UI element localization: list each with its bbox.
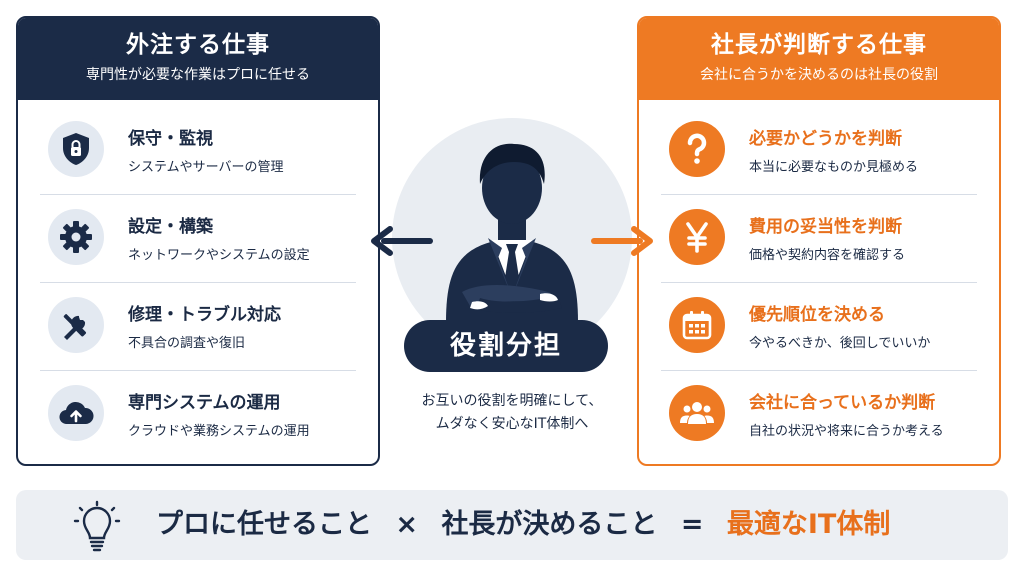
item-desc: ネットワークやシステムの設定: [128, 248, 310, 263]
item-desc: クラウドや業務システムの運用: [128, 424, 310, 439]
item-desc: 価格や契約内容を確認する: [749, 248, 906, 263]
item-title: 費用の妥当性を判断: [749, 217, 902, 237]
item-title: 保守・監視: [128, 129, 213, 149]
outsourced-work-title: 外注する仕事: [126, 32, 270, 58]
president-work-header: 社長が判断する仕事 会社に合うかを決めるのは社長の役割: [639, 18, 999, 100]
summary-text: プロに任せること × 社長が決めること = 最適なIT体制: [156, 490, 890, 560]
summary-part1: プロに任せること: [156, 509, 372, 540]
list-item: 専門システムの運用 クラウドや業務システムの運用: [40, 370, 356, 458]
list-item: 保守・監視 システムやサーバーの管理: [40, 106, 356, 195]
outsourced-work-panel: 外注する仕事 専門性が必要な作業はプロに任せる 保守・監視 システムやサーバーの…: [16, 16, 380, 466]
list-item: 設定・構築 ネットワークやシステムの設定: [40, 194, 356, 283]
item-title: 優先順位を決める: [749, 305, 885, 325]
right-arrow-icon: [591, 226, 653, 256]
wrench-screwdriver-icon: [48, 297, 104, 353]
outsourced-work-header: 外注する仕事 専門性が必要な作業はプロに任せる: [18, 18, 378, 100]
outsourced-work-subtitle: 専門性が必要な作業はプロに任せる: [86, 67, 310, 83]
item-desc: 今やるべきか、後回しでいいか: [749, 336, 931, 351]
center-caption-line1: お互いの役割を明確にして、: [421, 393, 603, 409]
item-desc: 本当に必要なものか見極める: [749, 160, 919, 175]
item-desc: 自社の状況や将来に合うか考える: [749, 424, 944, 439]
list-item: 修理・トラブル対応 不具合の調査や復旧: [40, 282, 356, 371]
left-arrow-icon: [371, 226, 433, 256]
people-icon: [669, 385, 725, 441]
gear-icon: [48, 209, 104, 265]
question-icon: [669, 121, 725, 177]
list-item: 会社に合っているか判断 自社の状況や将来に合うか考える: [661, 370, 977, 458]
summary-result: 最適なIT体制: [726, 509, 891, 540]
item-desc: 不具合の調査や復旧: [128, 336, 246, 351]
center-caption-line2: ムダなく安心なIT体制へ: [435, 416, 589, 432]
summary-part2: 社長が決めること: [441, 509, 658, 540]
lightbulb-icon: [73, 500, 121, 552]
item-title: 修理・トラブル対応: [128, 305, 281, 325]
shield-lock-icon: [48, 121, 104, 177]
item-title: 会社に合っているか判断: [749, 393, 936, 413]
president-work-panel: 社長が判断する仕事 会社に合うかを決めるのは社長の役割 必要かどうかを判断 本当…: [637, 16, 1001, 466]
list-item: 優先順位を決める 今やるべきか、後回しでいいか: [661, 282, 977, 371]
yen-icon: [669, 209, 725, 265]
item-title: 専門システムの運用: [128, 393, 281, 413]
equals-symbol: =: [680, 509, 704, 540]
list-item: 費用の妥当性を判断 価格や契約内容を確認する: [661, 194, 977, 283]
cloud-upload-icon: [48, 385, 104, 441]
role-division-label: 役割分担: [404, 320, 608, 372]
item-title: 必要かどうかを判断: [749, 129, 902, 149]
president-work-subtitle: 会社に合うかを決めるのは社長の役割: [700, 67, 938, 83]
president-work-title: 社長が判断する仕事: [711, 32, 927, 58]
businessman-icon: [446, 143, 578, 322]
times-symbol: ×: [395, 509, 419, 540]
item-desc: システムやサーバーの管理: [128, 160, 284, 175]
item-title: 設定・構築: [128, 217, 213, 237]
list-item: 必要かどうかを判断 本当に必要なものか見極める: [661, 106, 977, 195]
calendar-icon: [669, 297, 725, 353]
summary-bar: プロに任せること × 社長が決めること = 最適なIT体制: [16, 490, 1008, 560]
